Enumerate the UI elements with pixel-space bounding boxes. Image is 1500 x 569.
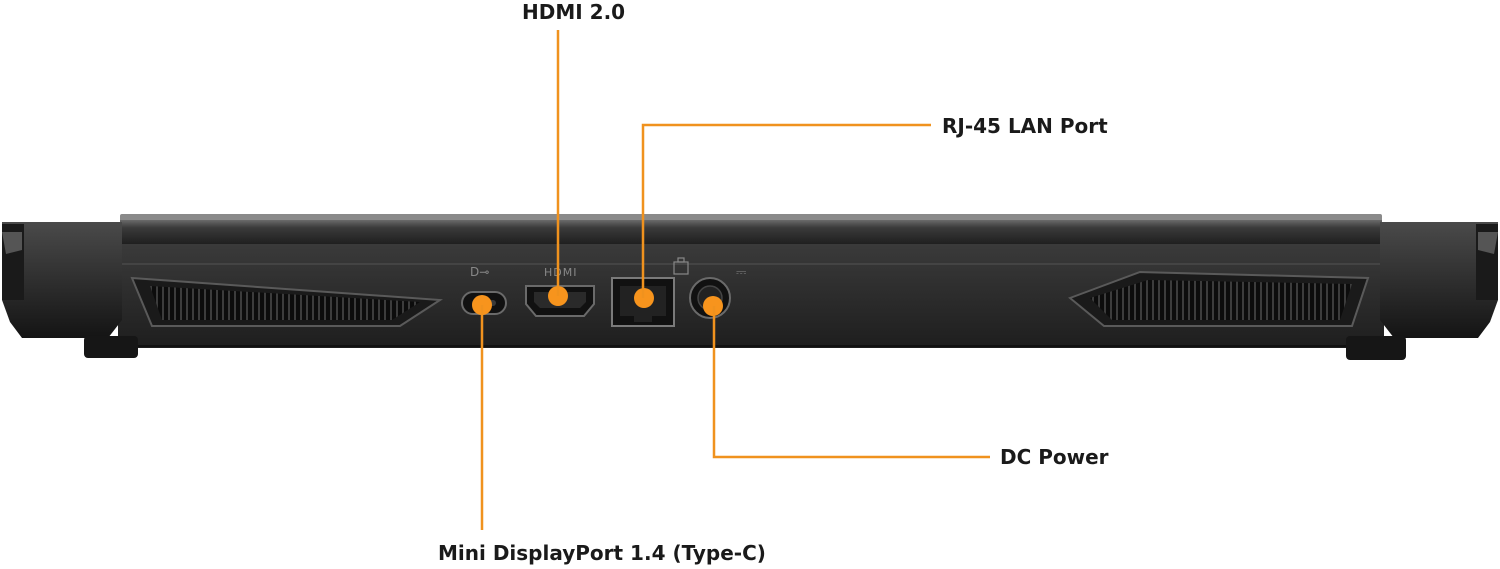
hdmi-logo: HDMI: [544, 266, 577, 279]
port-markings: D⊸ HDMI ⎓: [470, 257, 746, 280]
dc-logo: ⎓: [736, 265, 746, 280]
left-hinge: [2, 222, 138, 358]
hdmi-label: HDMI 2.0: [522, 0, 626, 24]
mini-displayport-label: Mini DisplayPort 1.4 (Type-C): [438, 541, 766, 565]
rj45-label: RJ-45 LAN Port: [942, 114, 1108, 138]
dc-power-port: [689, 277, 731, 319]
callout-lines: [480, 30, 990, 530]
left-air-vent: [130, 276, 444, 327]
dc-callout-line: [712, 306, 990, 459]
right-air-vent: [1068, 270, 1370, 327]
lan-logo-icon: [673, 257, 689, 275]
rj45-callout-line: [641, 123, 931, 298]
lid-edge: [120, 214, 1382, 246]
typec-port: [461, 291, 507, 315]
dc-power-label: DC Power: [1000, 445, 1109, 469]
typec-logo: D⊸: [470, 265, 489, 279]
hdmi-port: [525, 285, 595, 317]
right-hinge: [1346, 222, 1498, 360]
